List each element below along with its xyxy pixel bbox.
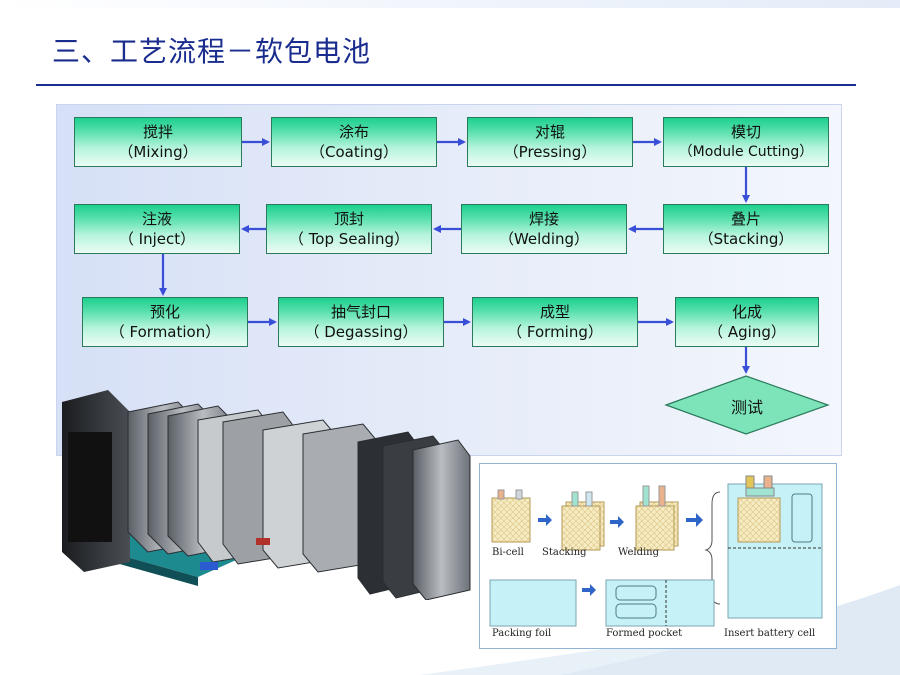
pouch-process-drawing [489, 475, 823, 627]
formed-pocket [605, 579, 715, 627]
label-formed-pocket: Formed pocket [606, 628, 683, 639]
step-mixing: 搅拌 （Mixing） [74, 117, 242, 167]
step-aging-cn: 化成 [731, 302, 762, 321]
step-welding-cn: 焊接 [528, 209, 559, 228]
step-coating: 涂布 （Coating） [271, 117, 437, 167]
step-welding: 焊接 （Welding） [461, 204, 627, 254]
step-mixing-cn: 搅拌 [142, 122, 173, 141]
step-formation: 预化 （ Formation） [82, 297, 248, 347]
arrow-stacking-welding [610, 516, 624, 528]
top-decoration [0, 0, 900, 8]
background-wave [0, 585, 900, 675]
label-insert-battery-cell: Insert battery cell [724, 628, 816, 639]
step-degassing: 抽气封口 （ Degassing） [278, 297, 444, 347]
label-welding: Welding [618, 547, 660, 558]
step-forming-en: （ Forming） [507, 322, 603, 341]
step-forming: 成型 （ Forming） [472, 297, 638, 347]
step-pressing-cn: 对辊 [534, 122, 565, 141]
stacking-cells [561, 491, 605, 551]
step-aging: 化成 （ Aging） [675, 297, 819, 347]
step-inject: 注液 （ Inject） [74, 204, 240, 254]
step-coating-en: （Coating） [310, 142, 398, 161]
step-module-cutting: 模切 （Module Cutting） [663, 117, 829, 167]
step-stacking-cn: 叠片 [730, 209, 761, 228]
bicell-body [491, 497, 531, 543]
label-stacking: Stacking [542, 547, 587, 558]
step-degassing-cn: 抽气封口 [330, 302, 391, 321]
step-inject-en: （ Inject） [118, 229, 196, 248]
battery-exploded-illustration [62, 390, 471, 600]
step-module-cutting-en: （Module Cutting） [678, 143, 814, 160]
step-stacking-en: （Stacking） [698, 229, 794, 248]
welding-cells [635, 485, 679, 551]
slide-title: 三、工艺流程－软包电池 [52, 35, 372, 68]
step-top-sealing-cn: 顶封 [333, 209, 364, 228]
pouch-process-diagram: Bi-cell Stacking Welding Packing foil Fo… [479, 463, 837, 649]
step-mixing-en: （Mixing） [118, 142, 198, 161]
step-degassing-en: （ Degassing） [304, 322, 418, 341]
step-module-cutting-cn: 模切 [730, 122, 761, 141]
step-coating-cn: 涂布 [338, 122, 369, 141]
arrow-foil-pocket [582, 584, 596, 596]
step-forming-cn: 成型 [539, 302, 570, 321]
step-top-sealing-en: （ Top Sealing） [288, 229, 410, 248]
step-welding-en: （Welding） [498, 229, 590, 248]
label-bicell: Bi-cell [492, 547, 524, 558]
title-divider [36, 84, 856, 86]
step-inject-cn: 注液 [141, 209, 172, 228]
arrow-welding-insert [686, 513, 703, 527]
step-pressing-en: （Pressing） [503, 142, 597, 161]
arrow-bicell-stacking [538, 514, 552, 526]
step-aging-en: （ Aging） [708, 322, 786, 341]
test-diamond-label: 测试 [730, 398, 763, 417]
step-stacking: 叠片 （Stacking） [663, 204, 829, 254]
step-top-sealing: 顶封 （ Top Sealing） [266, 204, 432, 254]
step-formation-en: （ Formation） [109, 322, 221, 341]
step-pressing: 对辊 （Pressing） [467, 117, 633, 167]
packing-foil [489, 579, 577, 627]
label-packing-foil: Packing foil [492, 628, 552, 639]
step-formation-cn: 预化 [149, 302, 180, 321]
